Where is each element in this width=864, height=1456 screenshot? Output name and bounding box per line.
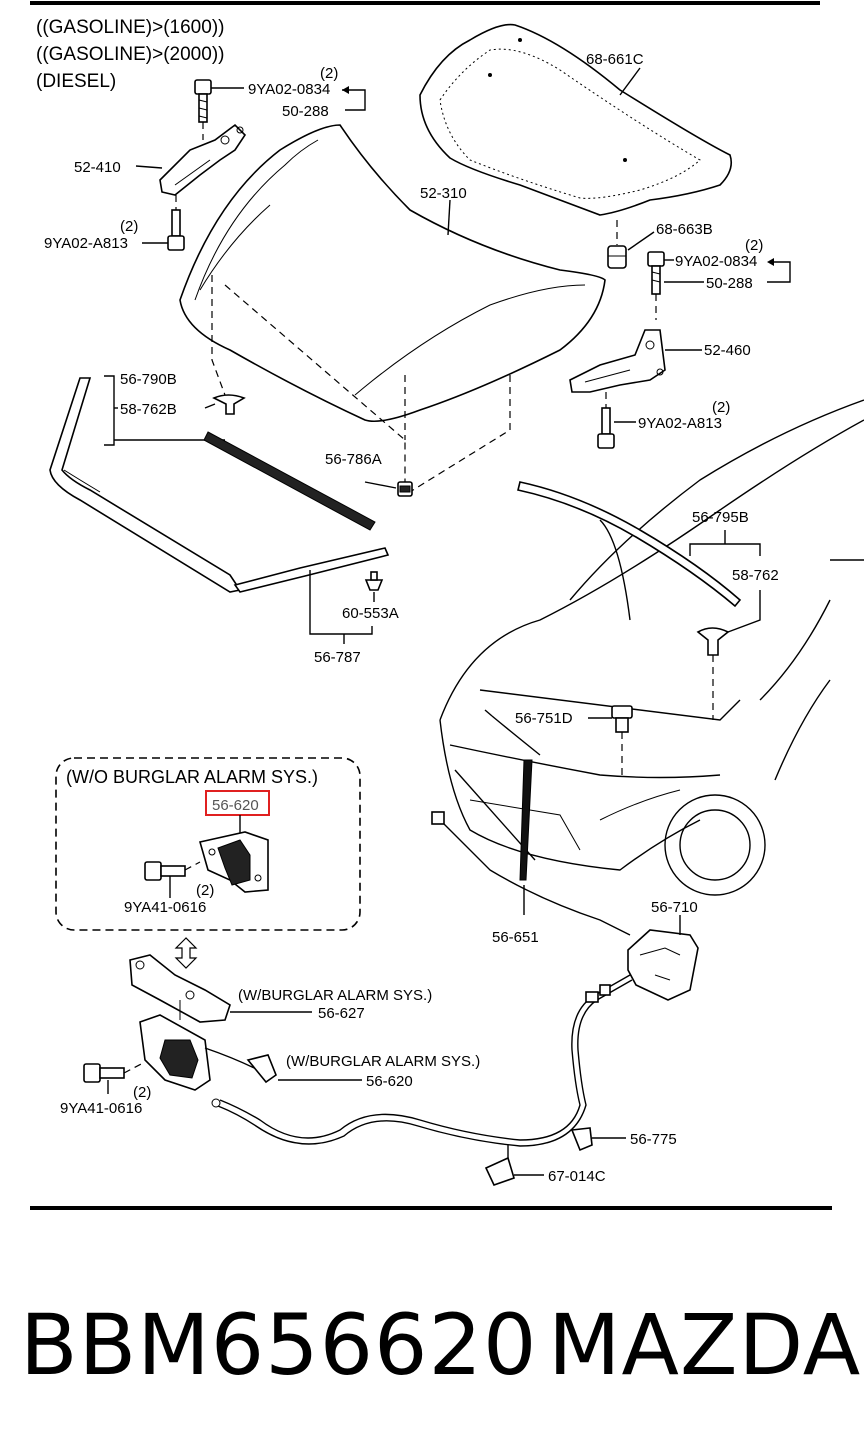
note-alarm-upper: (W/BURGLAR ALARM SYS.) <box>238 987 432 1004</box>
header-line-3: (DIESEL) <box>36 71 116 92</box>
stopper <box>397 481 413 497</box>
label-clip-cowl: 60-553A <box>342 605 399 622</box>
seal-cowl <box>233 547 390 593</box>
box-bolt: 9YA41-0616 <box>124 899 206 916</box>
label-clip-insulator: 68-663B <box>656 221 713 238</box>
hood-rear-seal <box>203 431 376 531</box>
without-alarm-title: (W/O BURGLAR ALARM SYS.) <box>66 767 318 787</box>
highlight-part-label: 56-620 <box>212 797 259 814</box>
qty-bolt-lower-right: (2) <box>712 399 730 416</box>
hood-stay <box>484 709 541 881</box>
cable-clip <box>570 1127 593 1152</box>
label-seal-kit: 56-790B <box>120 371 177 388</box>
label-seal-front-clip: 58-762 <box>732 567 779 584</box>
release-handle <box>627 929 699 1001</box>
label-latch-lower: 56-620 <box>366 1073 413 1090</box>
label-cable-clamp: 67-014C <box>548 1168 606 1185</box>
latch-lower <box>139 1014 277 1091</box>
note-alarm-lower: (W/BURGLAR ALARM SYS.) <box>286 1053 480 1070</box>
hinge-right <box>569 329 666 393</box>
seal-clip-left <box>212 394 246 415</box>
label-stay: 56-651 <box>492 929 539 946</box>
label-seal-front-kit: 56-795B <box>692 509 749 526</box>
bolt-left-upper <box>194 79 212 123</box>
cable-clamp <box>484 1145 515 1186</box>
label-release-handle: 56-710 <box>651 899 698 916</box>
latch-arrow <box>174 937 198 969</box>
highlight-part-box <box>205 790 270 816</box>
label-bolt-lower-left: 9YA02-A813 <box>44 235 128 252</box>
hinge-left <box>159 123 247 196</box>
label-latch-upper: 56-627 <box>318 1005 365 1022</box>
box-qty: (2) <box>196 882 214 899</box>
header-line-2: ((GASOLINE)>(2000)) <box>36 44 224 65</box>
header-line-1: ((GASOLINE)>(1600)) <box>36 17 224 38</box>
seal-left <box>49 377 242 593</box>
latch-bolt-box <box>144 861 186 881</box>
label-hinge-right: 52-460 <box>704 342 751 359</box>
release-cable-upper <box>431 811 631 936</box>
bolt-right-upper <box>647 251 665 295</box>
stay-holder <box>611 705 633 733</box>
hood-insulator <box>419 23 733 216</box>
label-seal-clip: 58-762B <box>120 401 177 418</box>
label-bolt-lower-right: 9YA02-A813 <box>638 415 722 432</box>
label-hood: 52-310 <box>420 185 467 202</box>
label-stay-holder: 56-751D <box>515 710 573 727</box>
caption-part-number: BBM656620 <box>20 1296 538 1394</box>
label-hinge-left: 52-410 <box>74 159 121 176</box>
qty-bolt-right: (2) <box>745 237 763 254</box>
bolt-left-lower <box>167 209 185 251</box>
label-cowl-seal: 56-787 <box>314 649 361 666</box>
hood-latch-without-alarm <box>198 831 269 893</box>
qty-bolt-left: (2) <box>320 65 338 82</box>
bolt-right-lower <box>597 407 615 449</box>
clip-insulator <box>607 245 627 269</box>
label-bolt-left: 9YA02-0834 <box>248 81 330 98</box>
latch-bolt-lower <box>83 1063 125 1083</box>
latch-upper <box>129 954 231 1023</box>
qty-latch-bolt-lower: (2) <box>133 1084 151 1101</box>
seal-front <box>517 481 742 608</box>
label-bolt-right: 9YA02-0834 <box>675 253 757 270</box>
label-hinge-kit-right: 50-288 <box>706 275 753 292</box>
caption-brand: MAZDA <box>548 1296 862 1394</box>
label-hinge-kit-left: 50-288 <box>282 103 329 120</box>
label-stopper: 56-786A <box>325 451 382 468</box>
caption: BBM656620 MAZDA <box>0 1290 864 1420</box>
clip-cowl <box>364 571 384 591</box>
without-alarm-box <box>55 757 361 931</box>
label-cable-clip: 56-775 <box>630 1131 677 1148</box>
label-insulator: 68-661C <box>586 51 644 68</box>
hood-panel <box>179 124 606 423</box>
qty-bolt-lower-left: (2) <box>120 218 138 235</box>
release-cable-lower <box>211 974 633 1147</box>
label-latch-bolt-lower: 9YA41-0616 <box>60 1100 142 1117</box>
vehicle-front <box>439 399 864 896</box>
seal-front-clip <box>696 627 730 656</box>
